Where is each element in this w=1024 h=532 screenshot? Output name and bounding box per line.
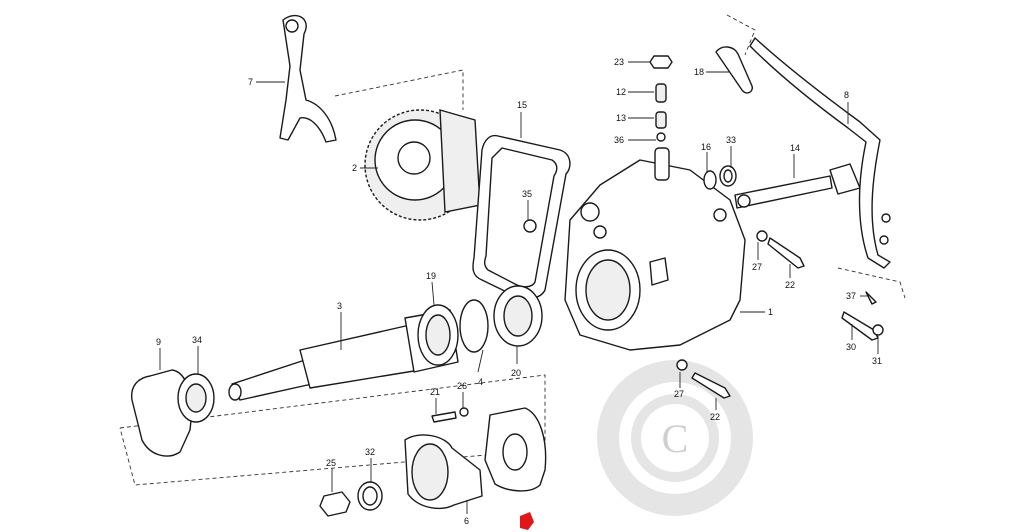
label-4: 4 <box>478 377 483 387</box>
label-3: 3 <box>337 301 342 311</box>
watermark-gear-icon: C <box>597 360 753 516</box>
label-1: 1 <box>768 307 773 317</box>
housing-part <box>564 147 746 351</box>
red-marker-icon <box>520 512 534 530</box>
label-6: 6 <box>464 516 469 526</box>
gasket-part <box>472 134 571 300</box>
assembly-guides <box>119 14 906 486</box>
label-19: 19 <box>426 271 436 281</box>
leader-lines <box>159 61 879 514</box>
label-20: 20 <box>511 368 521 378</box>
label-35: 35 <box>522 189 532 199</box>
label-27-upper: 27 <box>752 262 762 272</box>
label-12: 12 <box>616 87 626 97</box>
label-13: 13 <box>616 113 626 123</box>
bearings-group <box>417 285 543 366</box>
gear-part <box>364 109 481 221</box>
label-37: 37 <box>846 291 856 301</box>
label-36: 36 <box>614 135 624 145</box>
label-27-lower: 27 <box>674 389 684 399</box>
label-32: 32 <box>365 447 375 457</box>
flange-group <box>404 407 547 509</box>
label-15: 15 <box>517 100 527 110</box>
label-25: 25 <box>326 458 336 468</box>
label-24: 23 <box>614 57 624 67</box>
shift-fork-part <box>279 15 337 143</box>
label-16: 16 <box>701 142 711 152</box>
label-33: 33 <box>726 135 736 145</box>
bolts-group <box>676 230 884 399</box>
nut-washer-group <box>319 481 383 517</box>
lever-part <box>749 37 891 269</box>
label-22: 22 <box>710 412 720 422</box>
label-2: 2 <box>352 163 357 173</box>
small-parts-stack <box>649 55 673 142</box>
watermark-letter: C <box>662 416 689 461</box>
selector-shaft-part <box>734 163 861 209</box>
label-34: 34 <box>192 335 202 345</box>
gasket-9-seal-34 <box>131 369 215 457</box>
label-30: 30 <box>846 342 856 352</box>
washers-16-33 <box>703 165 737 190</box>
label-8: 8 <box>844 90 849 100</box>
label-31: 31 <box>872 356 882 366</box>
label-23: 22 <box>785 280 795 290</box>
label-18: 18 <box>694 67 704 77</box>
label-21: 21 <box>430 387 440 397</box>
part-number-labels: 7 2 15 35 23 12 13 36 18 8 16 33 14 1 27… <box>156 57 882 526</box>
label-7: 7 <box>248 77 253 87</box>
label-14: 14 <box>790 143 800 153</box>
label-26: 26 <box>457 381 467 391</box>
knob-part <box>715 46 754 94</box>
label-9: 9 <box>156 337 161 347</box>
